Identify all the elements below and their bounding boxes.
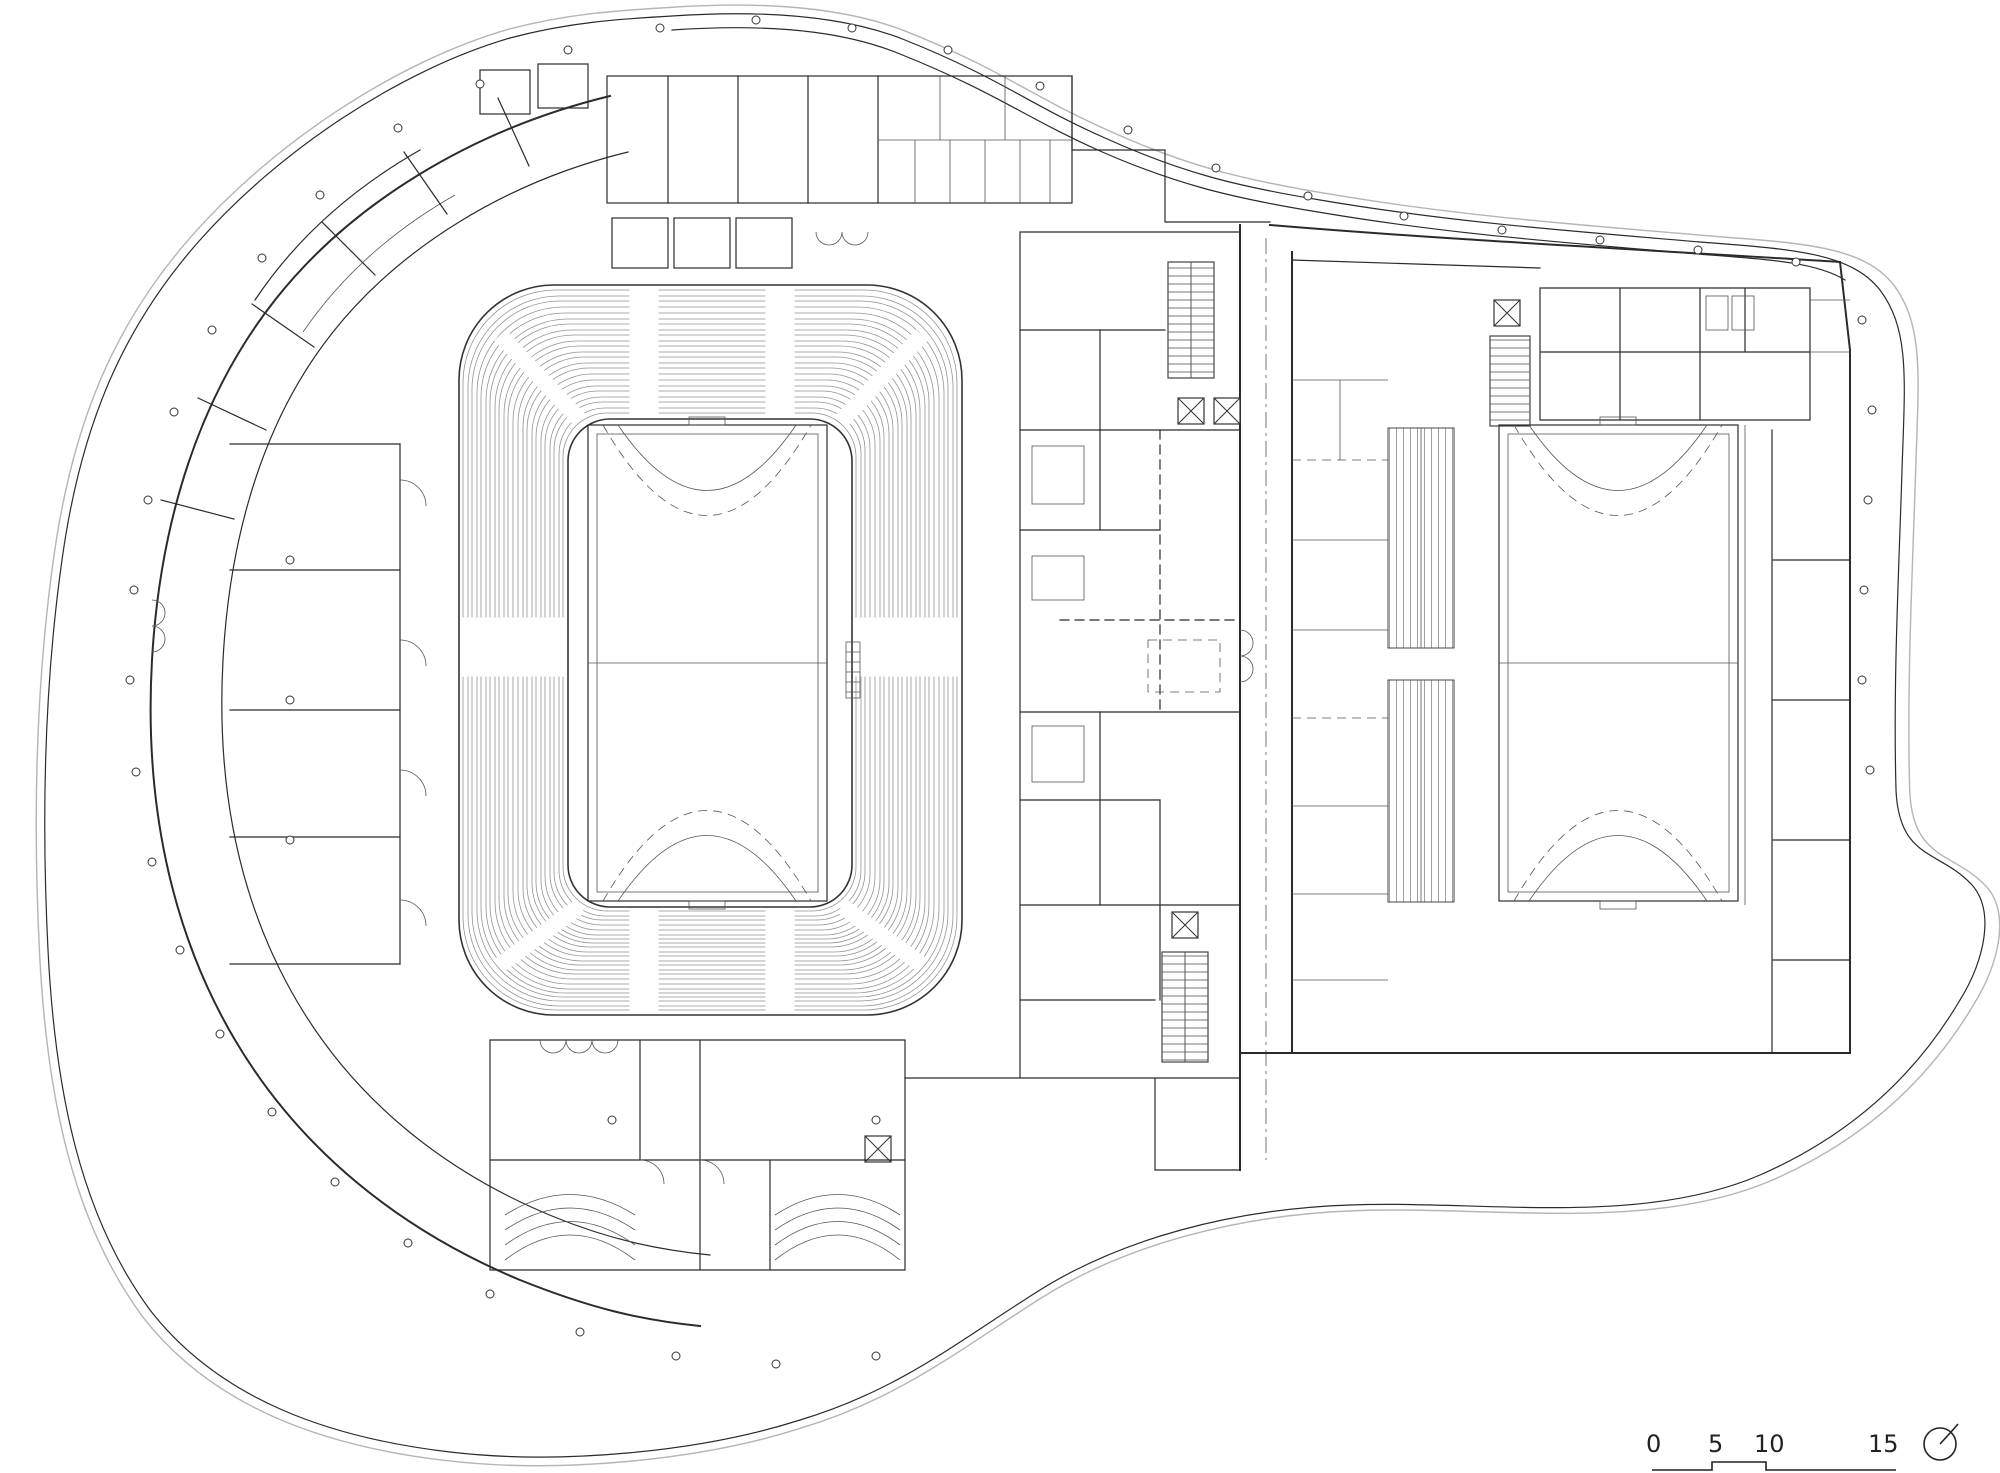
west-rooms [229, 443, 427, 965]
training-court [1498, 416, 1739, 910]
telescopic-stands [1387, 427, 1455, 903]
south-rooms [489, 1039, 906, 1271]
elevator-icon [1171, 911, 1199, 939]
elevator-icon [1213, 397, 1241, 425]
stair-icon [1161, 951, 1209, 1063]
radial-wedge-walls [160, 97, 530, 520]
door-swing-icon [399, 479, 427, 927]
east-wing [1239, 223, 1851, 1054]
entrance-door-fan [815, 231, 869, 246]
elevator-icon [864, 1135, 892, 1163]
elevator-icon [1493, 299, 1521, 327]
scorers-table [845, 641, 861, 699]
entrance-door-fan [1239, 629, 1254, 683]
entrance-door-fan [539, 1039, 619, 1054]
tribune-rows [504, 1194, 901, 1261]
stair-icon [1167, 261, 1215, 379]
mid-rooms [904, 224, 1541, 1171]
east-rooms [1744, 425, 1851, 1054]
perimeter-columns [125, 15, 1877, 1369]
main-court [587, 416, 828, 910]
northeast-rooms [1539, 287, 1850, 421]
stair-icon [1489, 335, 1531, 427]
elevator-icon [1177, 397, 1205, 425]
scale-label-10: 10 [1754, 1430, 1785, 1458]
bowl-aisles [460, 286, 960, 1014]
canopy-edge [671, 27, 1846, 281]
scale-bar: 0 5 10 15 [1646, 1430, 1899, 1471]
north-arrow-icon [1923, 1423, 1959, 1461]
scale-label-5: 5 [1708, 1430, 1723, 1458]
north-rooms [479, 63, 1271, 269]
ring-corridor [149, 94, 711, 1328]
main-arena [458, 284, 963, 1016]
entrance-door-fan [151, 599, 166, 653]
scale-label-15: 15 [1868, 1430, 1899, 1458]
scale-label-0: 0 [1646, 1430, 1661, 1458]
door-swing-icon [639, 1159, 725, 1185]
site-boundary [35, 4, 2000, 1467]
